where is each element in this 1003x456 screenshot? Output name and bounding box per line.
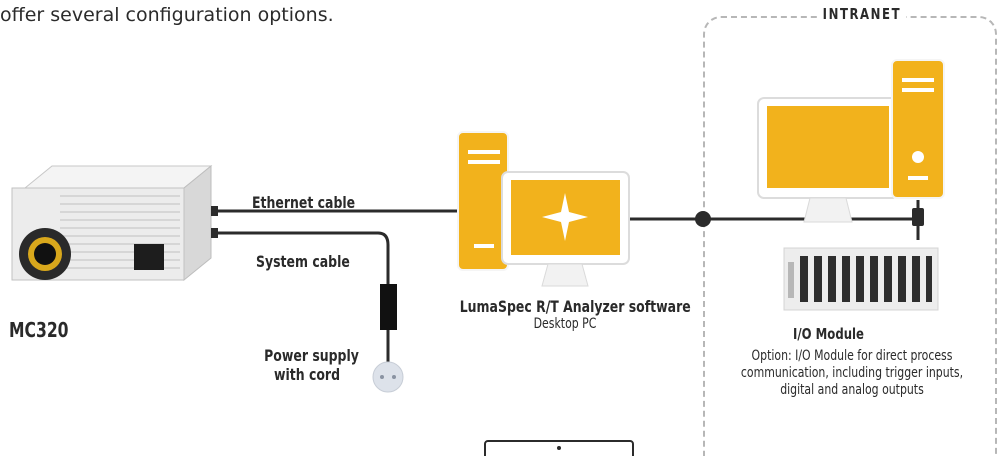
camera-icon [11, 164, 218, 282]
io-module-title: I/O Module [793, 325, 864, 343]
camera-model-label: MC320 [9, 318, 69, 342]
io-module-icon [783, 247, 939, 311]
power-supply-label: Power supply with cord [252, 346, 362, 384]
power-supply-line1: Power supply [264, 346, 359, 365]
ethernet-cable-label: Ethernet cable [252, 193, 356, 212]
desktop-pc-icon [457, 131, 630, 287]
pc-type: Desktop PC [533, 316, 597, 332]
intranet-label: INTRANET [818, 5, 906, 23]
io-desc-line2: communication, including trigger inputs, [740, 365, 964, 381]
intranet-pc-icon [757, 59, 945, 223]
power-plug-icon [372, 361, 404, 393]
system-cable-label: System cable [256, 252, 350, 271]
power-supply-brick [380, 284, 397, 330]
system-cable-line [218, 231, 390, 288]
network-junction [695, 211, 711, 227]
software-name: LumaSpec R/T Analyzer software [459, 297, 691, 316]
laptop-icon [484, 440, 634, 456]
io-desc-line3: digital and analog outputs [780, 382, 924, 398]
power-supply-line2: with cord [273, 365, 341, 384]
io-desc-line1: Option: I/O Module for direct process [751, 348, 953, 364]
io-connector [912, 208, 924, 226]
intro-text: offer several configuration options. [0, 4, 334, 26]
io-module-description: Option: I/O Module for direct process co… [700, 348, 1003, 399]
pc-caption: LumaSpec R/T Analyzer software Desktop P… [430, 297, 700, 332]
